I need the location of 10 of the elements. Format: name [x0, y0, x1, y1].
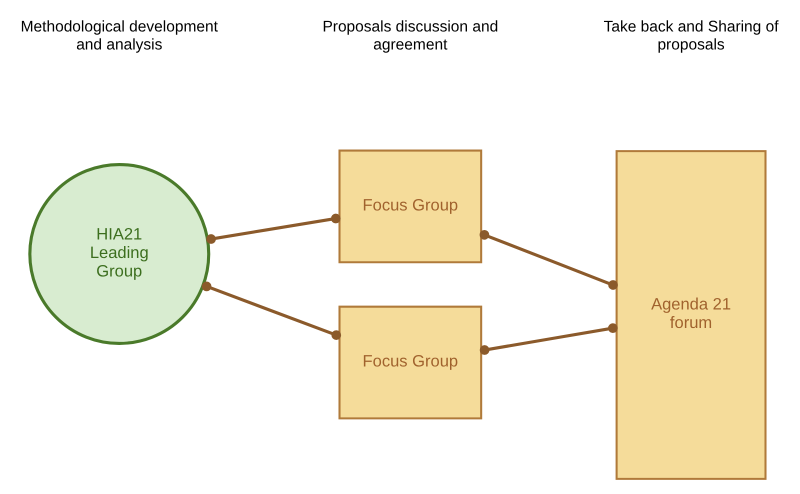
- connector: [480, 323, 618, 355]
- label: Proposals discussion and agreement: [322, 18, 498, 54]
- node-box: Focus Group: [338, 150, 482, 264]
- label: Take back and Sharing of proposals: [604, 18, 779, 54]
- connector: [480, 230, 618, 290]
- node-box: Focus Group: [338, 306, 482, 420]
- label: Methodological development and analysis: [20, 18, 218, 54]
- connector: [206, 214, 341, 244]
- connector: [202, 282, 342, 340]
- node-box: Agenda 21 forum: [616, 150, 767, 480]
